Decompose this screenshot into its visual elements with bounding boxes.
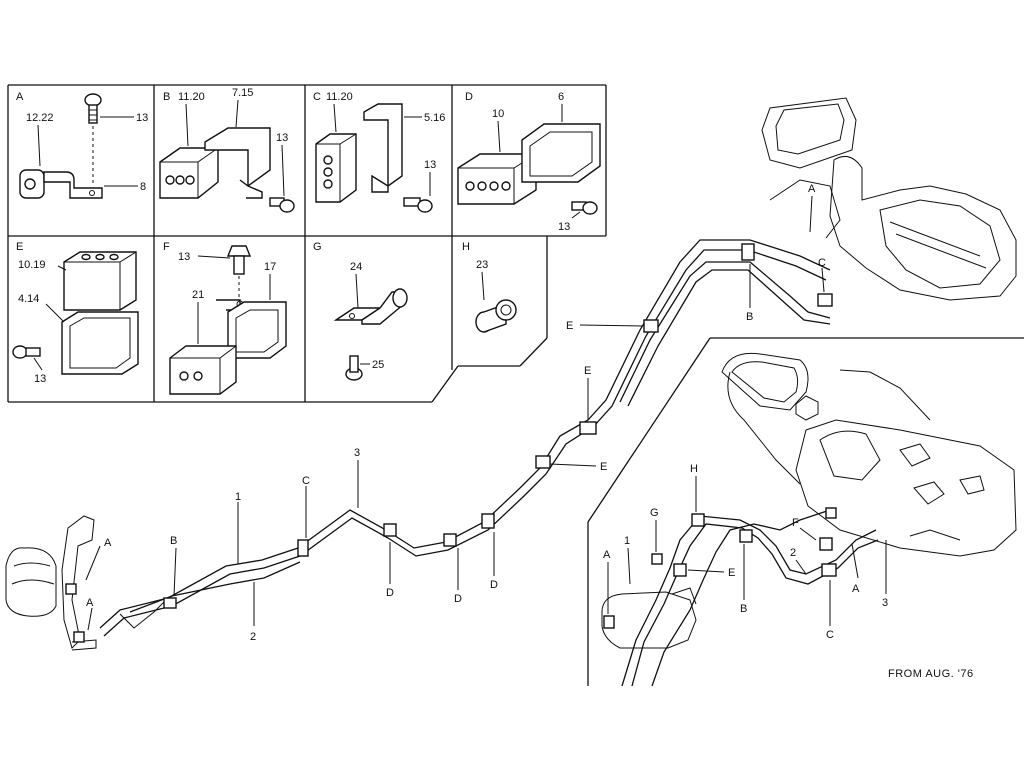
panel-b-letter: B	[163, 91, 170, 103]
panel-g-letter: G	[313, 241, 322, 253]
panel-e-letter: E	[16, 241, 23, 253]
callout-c-2: 5.16	[424, 112, 445, 124]
cover-e	[61, 311, 139, 375]
label-e-3: E	[566, 320, 573, 332]
callout-b-3: 13	[276, 132, 288, 144]
callout-a-1: 12.22	[26, 112, 54, 124]
main-labels: A A B 1 2 C 3 D D D E E E B C A	[86, 183, 826, 643]
clip-a-part	[19, 169, 103, 199]
cover-d	[521, 123, 601, 183]
label-e-1: E	[600, 461, 607, 473]
label-a-lower: A	[86, 597, 94, 609]
callout-a-2: 13	[136, 112, 148, 124]
panel-g: G 24 25	[313, 241, 408, 381]
label-d-2: D	[454, 593, 462, 605]
label-1: 1	[235, 491, 241, 503]
panel-h: H 23	[462, 241, 517, 333]
callout-b-1: 11.20	[178, 91, 205, 103]
callout-e-3: 13	[34, 373, 46, 385]
bolt-13-a	[84, 93, 102, 124]
grommet-block-d	[457, 153, 537, 205]
callout-c-1: 11.20	[326, 91, 353, 103]
inset-label-1: 1	[624, 535, 630, 547]
callout-e-2: 4.14	[18, 293, 39, 305]
panel-e: E 10.19 4.14 13	[12, 241, 139, 385]
panel-a-letter: A	[16, 91, 24, 103]
panel-b: B 11.20 7.15 13	[159, 87, 295, 213]
grommet-block-c	[315, 133, 357, 203]
label-c: C	[302, 475, 310, 487]
label-c-upper: C	[818, 257, 826, 269]
inset-label-b: B	[740, 603, 747, 615]
label-b-upper: B	[746, 311, 753, 323]
label-a-upper: A	[104, 537, 112, 549]
inset-label-e: E	[728, 567, 735, 579]
bolt-13-f	[226, 245, 252, 275]
footnote: FROM AUG. '76	[888, 668, 974, 680]
label-a-upper-right: A	[808, 183, 816, 195]
callout-d-3: 13	[558, 221, 570, 233]
inset-label-3: 3	[882, 597, 888, 609]
main-fuel-lines	[5, 97, 1017, 651]
callout-d-2: 6	[558, 91, 564, 103]
panel-f: F 13 17 21	[163, 241, 287, 395]
callout-f-3: 21	[192, 289, 204, 301]
label-e-2: E	[584, 365, 591, 377]
grommet-23-h	[475, 299, 517, 333]
screw-25-g	[345, 355, 363, 381]
callout-g-2: 25	[372, 359, 384, 371]
callout-f-2: 17	[264, 261, 276, 273]
label-b: B	[170, 535, 177, 547]
inset-label-h: H	[690, 463, 698, 475]
label-2: 2	[250, 631, 256, 643]
callout-d-1: 10	[492, 108, 504, 120]
bracket-g	[333, 288, 408, 325]
panel-a: A 12.22 13 8	[16, 91, 148, 199]
inset-label-c: C	[826, 629, 834, 641]
bracket-b	[204, 127, 271, 199]
grommet-f	[169, 345, 237, 395]
callout-e-1: 10.19	[18, 259, 46, 271]
panel-h-letter: H	[462, 241, 470, 253]
inset-label-a-right: A	[852, 583, 860, 595]
clip-f	[216, 299, 287, 359]
label-d-3: D	[490, 579, 498, 591]
inset-labels: A 1 G H E B F 2 C A 3	[603, 463, 888, 641]
inset-label-f: F	[792, 517, 799, 529]
bracket-c	[363, 103, 403, 193]
panel-d: D 10 6 13	[457, 91, 601, 233]
grommet-block-e	[63, 251, 137, 311]
panel-f-letter: F	[163, 241, 170, 253]
panel-c-letter: C	[313, 91, 321, 103]
callout-h-1: 23	[476, 259, 488, 271]
screw-13-b	[269, 197, 295, 213]
screw-13-c	[403, 197, 433, 213]
inset-label-a-left: A	[603, 549, 611, 561]
inset-label-g: G	[650, 507, 659, 519]
main-pointers	[85, 195, 825, 631]
screw-13-d	[571, 201, 598, 215]
panel-c: C 11.20 5.16 13	[313, 91, 445, 213]
label-d-1: D	[386, 587, 394, 599]
callout-a-3: 8	[140, 181, 146, 193]
callout-g-1: 24	[350, 261, 362, 273]
inset-diagram	[587, 337, 1024, 687]
screw-13-e	[12, 345, 41, 359]
callout-b-2: 7.15	[232, 87, 253, 99]
panel-grid	[7, 84, 607, 403]
grommet-block-b	[159, 147, 219, 199]
inset-label-2: 2	[790, 547, 796, 559]
label-3: 3	[354, 447, 360, 459]
callout-f-1: 13	[178, 251, 190, 263]
panel-d-letter: D	[465, 91, 473, 103]
callout-c-3: 13	[424, 159, 436, 171]
